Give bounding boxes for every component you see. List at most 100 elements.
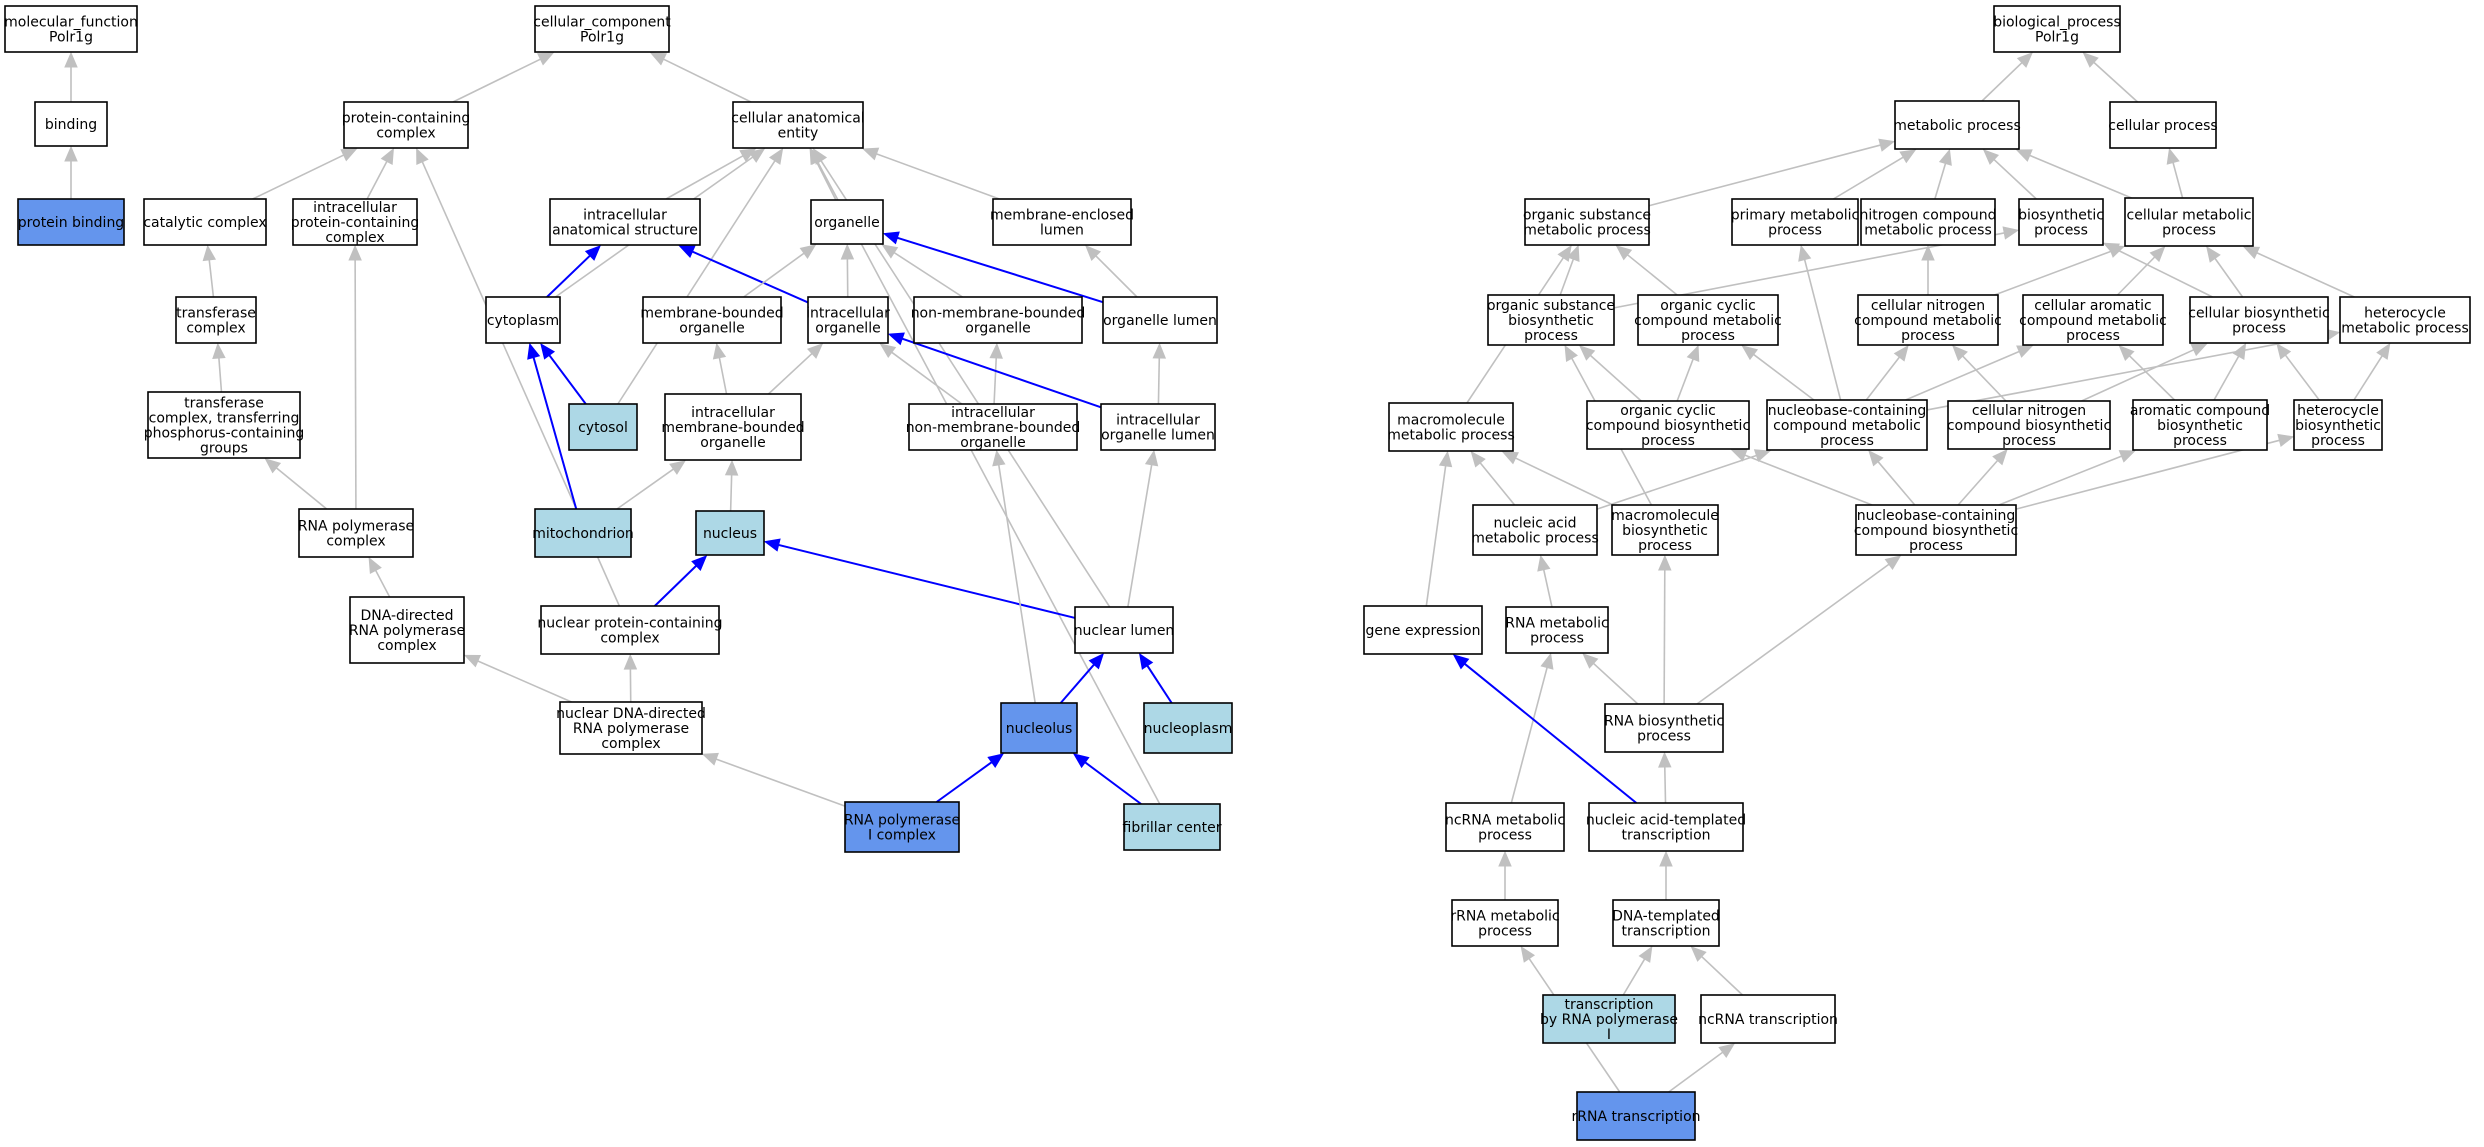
node-label-line: phosphorus-containing: [144, 426, 305, 442]
edge-macromolecule-biosynthetic-process-to-macromolecule-metabolic-process: [1501, 451, 1614, 506]
node-organelle[interactable]: organelle: [810, 199, 884, 245]
node-nuclear-lumen[interactable]: nuclear lumen: [1074, 606, 1175, 654]
node-fibrillar-center[interactable]: fibrillar center: [1123, 803, 1222, 851]
node-ncrna-transcription[interactable]: ncRNA transcription: [1698, 994, 1838, 1044]
node-mitochondrion[interactable]: mitochondrion: [532, 508, 634, 558]
node-box: [1993, 5, 2121, 53]
node-label-line: organelle: [700, 435, 765, 451]
node-label-line: intracellular: [1116, 413, 1200, 429]
node-rrna-transcription[interactable]: rRNA transcription: [1571, 1091, 1701, 1141]
node-cytoplasm[interactable]: cytoplasm: [485, 296, 561, 344]
node-metabolic-process[interactable]: metabolic process: [1893, 100, 2021, 150]
edge-cellular-nitrogen-compound-biosynthetic-process-to-cellular-nitrogen-compound-metabolic-process: [1952, 345, 2007, 402]
node-cytosol[interactable]: cytosol: [568, 403, 638, 451]
node-nucleolus[interactable]: nucleolus: [1000, 702, 1078, 754]
node-binding[interactable]: binding: [34, 101, 108, 147]
edge-line: [2213, 355, 2240, 401]
edge-line: [1668, 1051, 1724, 1093]
node-cellular-process[interactable]: cellular process: [2108, 101, 2218, 149]
node-catalytic-complex[interactable]: catalytic complex: [143, 198, 267, 246]
edge-cellular-biosynthetic-process-to-biosynthetic-process: [2102, 242, 2213, 298]
edge-arrowhead: [64, 145, 78, 162]
node-box: [807, 296, 889, 344]
node-label-line: RNA polymerase: [573, 721, 689, 737]
node-organelle-lumen[interactable]: organelle lumen: [1102, 296, 1218, 344]
node-label-line: process: [2162, 223, 2216, 239]
node-protein-binding[interactable]: protein binding: [17, 198, 125, 246]
node-box: [1637, 294, 1779, 346]
node-label-line: heterocycle: [2364, 306, 2446, 322]
node-label-line: biosynthetic: [1508, 313, 1594, 329]
edge-arrowhead: [649, 52, 667, 66]
node-label-line: process: [1768, 223, 1822, 239]
node-nucleoplasm[interactable]: nucleoplasm: [1143, 702, 1233, 754]
edge-arrowhead: [368, 556, 382, 574]
node-gene-expression[interactable]: gene expression: [1363, 605, 1483, 655]
node-label-line: compound metabolic: [1773, 418, 1921, 434]
node-nucleus[interactable]: nucleus: [695, 510, 765, 556]
node-box: [664, 393, 802, 461]
node-label-line: intracellular: [806, 306, 890, 322]
node-label-line: metabolic process: [1893, 118, 2021, 134]
node-label-line: ncRNA metabolic: [1445, 813, 1565, 829]
node-box: [1000, 702, 1078, 754]
edge-gene-expression-to-macromolecule-metabolic-process: [1425, 450, 1453, 607]
edge-arrowhead: [1638, 945, 1653, 963]
edge-line: [815, 161, 837, 201]
node-label-line: process: [1641, 433, 1695, 449]
node-box: [534, 508, 632, 558]
edge-arrowhead: [1798, 244, 1812, 262]
edge-nuclear-pcc-to-nucleus: [654, 555, 708, 607]
node-intracellular-non-membrane-bounded-organelle[interactable]: intracellularnon-membrane-boundedorganel…: [906, 403, 1081, 451]
node-label-line: nucleus: [703, 526, 757, 542]
edge-nucleobase-containing-compound-metabolic-process-to-cellular-aromatic-compound-metabolic-process: [1905, 345, 2034, 401]
